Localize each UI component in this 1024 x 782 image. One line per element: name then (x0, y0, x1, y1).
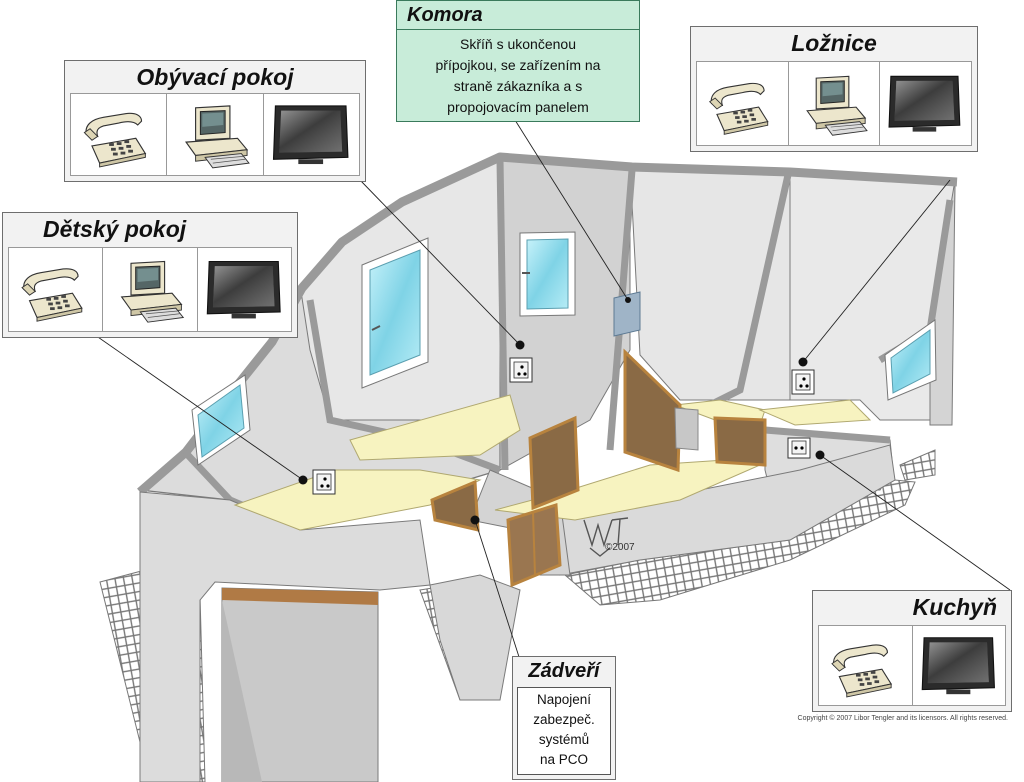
leader-kuchyn (819, 454, 1011, 591)
tv-icon (913, 626, 1006, 705)
komora-title: Komora (407, 4, 483, 26)
window-childrens-room (191, 374, 251, 466)
socket-childrens-room (312, 469, 336, 495)
komora-line: přípojkou, se zařízením na (435, 57, 601, 73)
leader-lines (94, 119, 1011, 661)
phone-icon (71, 94, 168, 175)
komora-callout: Komora Skříň s ukončenou přípojkou, se z… (396, 0, 640, 122)
device-row (818, 625, 1006, 706)
leader-obyvaci (359, 179, 521, 346)
zadveri-callout: Zádveří Napojení zabezpeč. systémů na PC… (512, 656, 616, 780)
room-card-detsky-pokoj: Dětský pokoj (2, 212, 298, 338)
zadveri-line: zabezpeč. (533, 712, 595, 727)
garage-opening (221, 587, 379, 782)
socket-bedroom (791, 369, 815, 395)
room-title: Ložnice (791, 30, 877, 56)
room-card-loznice: Ložnice (690, 26, 978, 152)
zadveri-line: na PCO (539, 752, 589, 767)
device-row (696, 61, 972, 146)
computer-icon (103, 248, 198, 331)
computer-icon (167, 94, 264, 175)
copyright-text: Copyright © 2007 Libor Tengler and its l… (797, 715, 1008, 722)
device-row (70, 93, 360, 176)
windows (191, 231, 937, 466)
phone-icon (9, 248, 104, 331)
doors (430, 348, 767, 588)
zadveri-title: Zádveří (528, 660, 600, 682)
room-title: Obývací pokoj (136, 64, 294, 90)
logo-year: ©2007 (605, 542, 635, 553)
floors (233, 394, 872, 531)
room-title: Kuchyň (912, 594, 997, 620)
komora-description: Skříň s ukončenou přípojkou, se zařízení… (397, 29, 639, 121)
komora-line: straně zákazníka a s (453, 78, 583, 94)
tv-icon (264, 94, 359, 175)
window-komora-wall (519, 231, 576, 317)
room-card-obyvaci-pokoj: Obývací pokoj (64, 60, 366, 182)
zadveri-description: Napojení zabezpeč. systémů na PCO (517, 687, 611, 775)
komora-line: Skříň s ukončenou (460, 36, 576, 52)
window-bedroom (884, 319, 937, 401)
zadveri-line: Napojení (536, 692, 592, 707)
tv-icon (880, 62, 971, 145)
window-living-room (361, 237, 429, 389)
leader-zadveri (474, 519, 521, 661)
device-row (8, 247, 292, 332)
distribution-panel (613, 291, 641, 337)
komora-line: propojovacím panelem (447, 99, 589, 115)
leader-dots (298, 297, 825, 525)
room-title: Dětský pokoj (43, 216, 187, 242)
socket-living-room (509, 357, 533, 383)
leader-detsky (94, 334, 304, 481)
leader-komora (514, 119, 629, 301)
phone-icon (819, 626, 913, 705)
computer-icon (789, 62, 881, 145)
room-card-kuchyn: Kuchyň (812, 590, 1012, 712)
socket-kitchen (787, 437, 811, 459)
tv-icon (198, 248, 291, 331)
phone-icon (697, 62, 789, 145)
zadveri-line: systémů (538, 732, 590, 747)
leader-loznice (802, 179, 951, 363)
lt-logo (583, 517, 629, 557)
wall-sockets (312, 357, 815, 495)
